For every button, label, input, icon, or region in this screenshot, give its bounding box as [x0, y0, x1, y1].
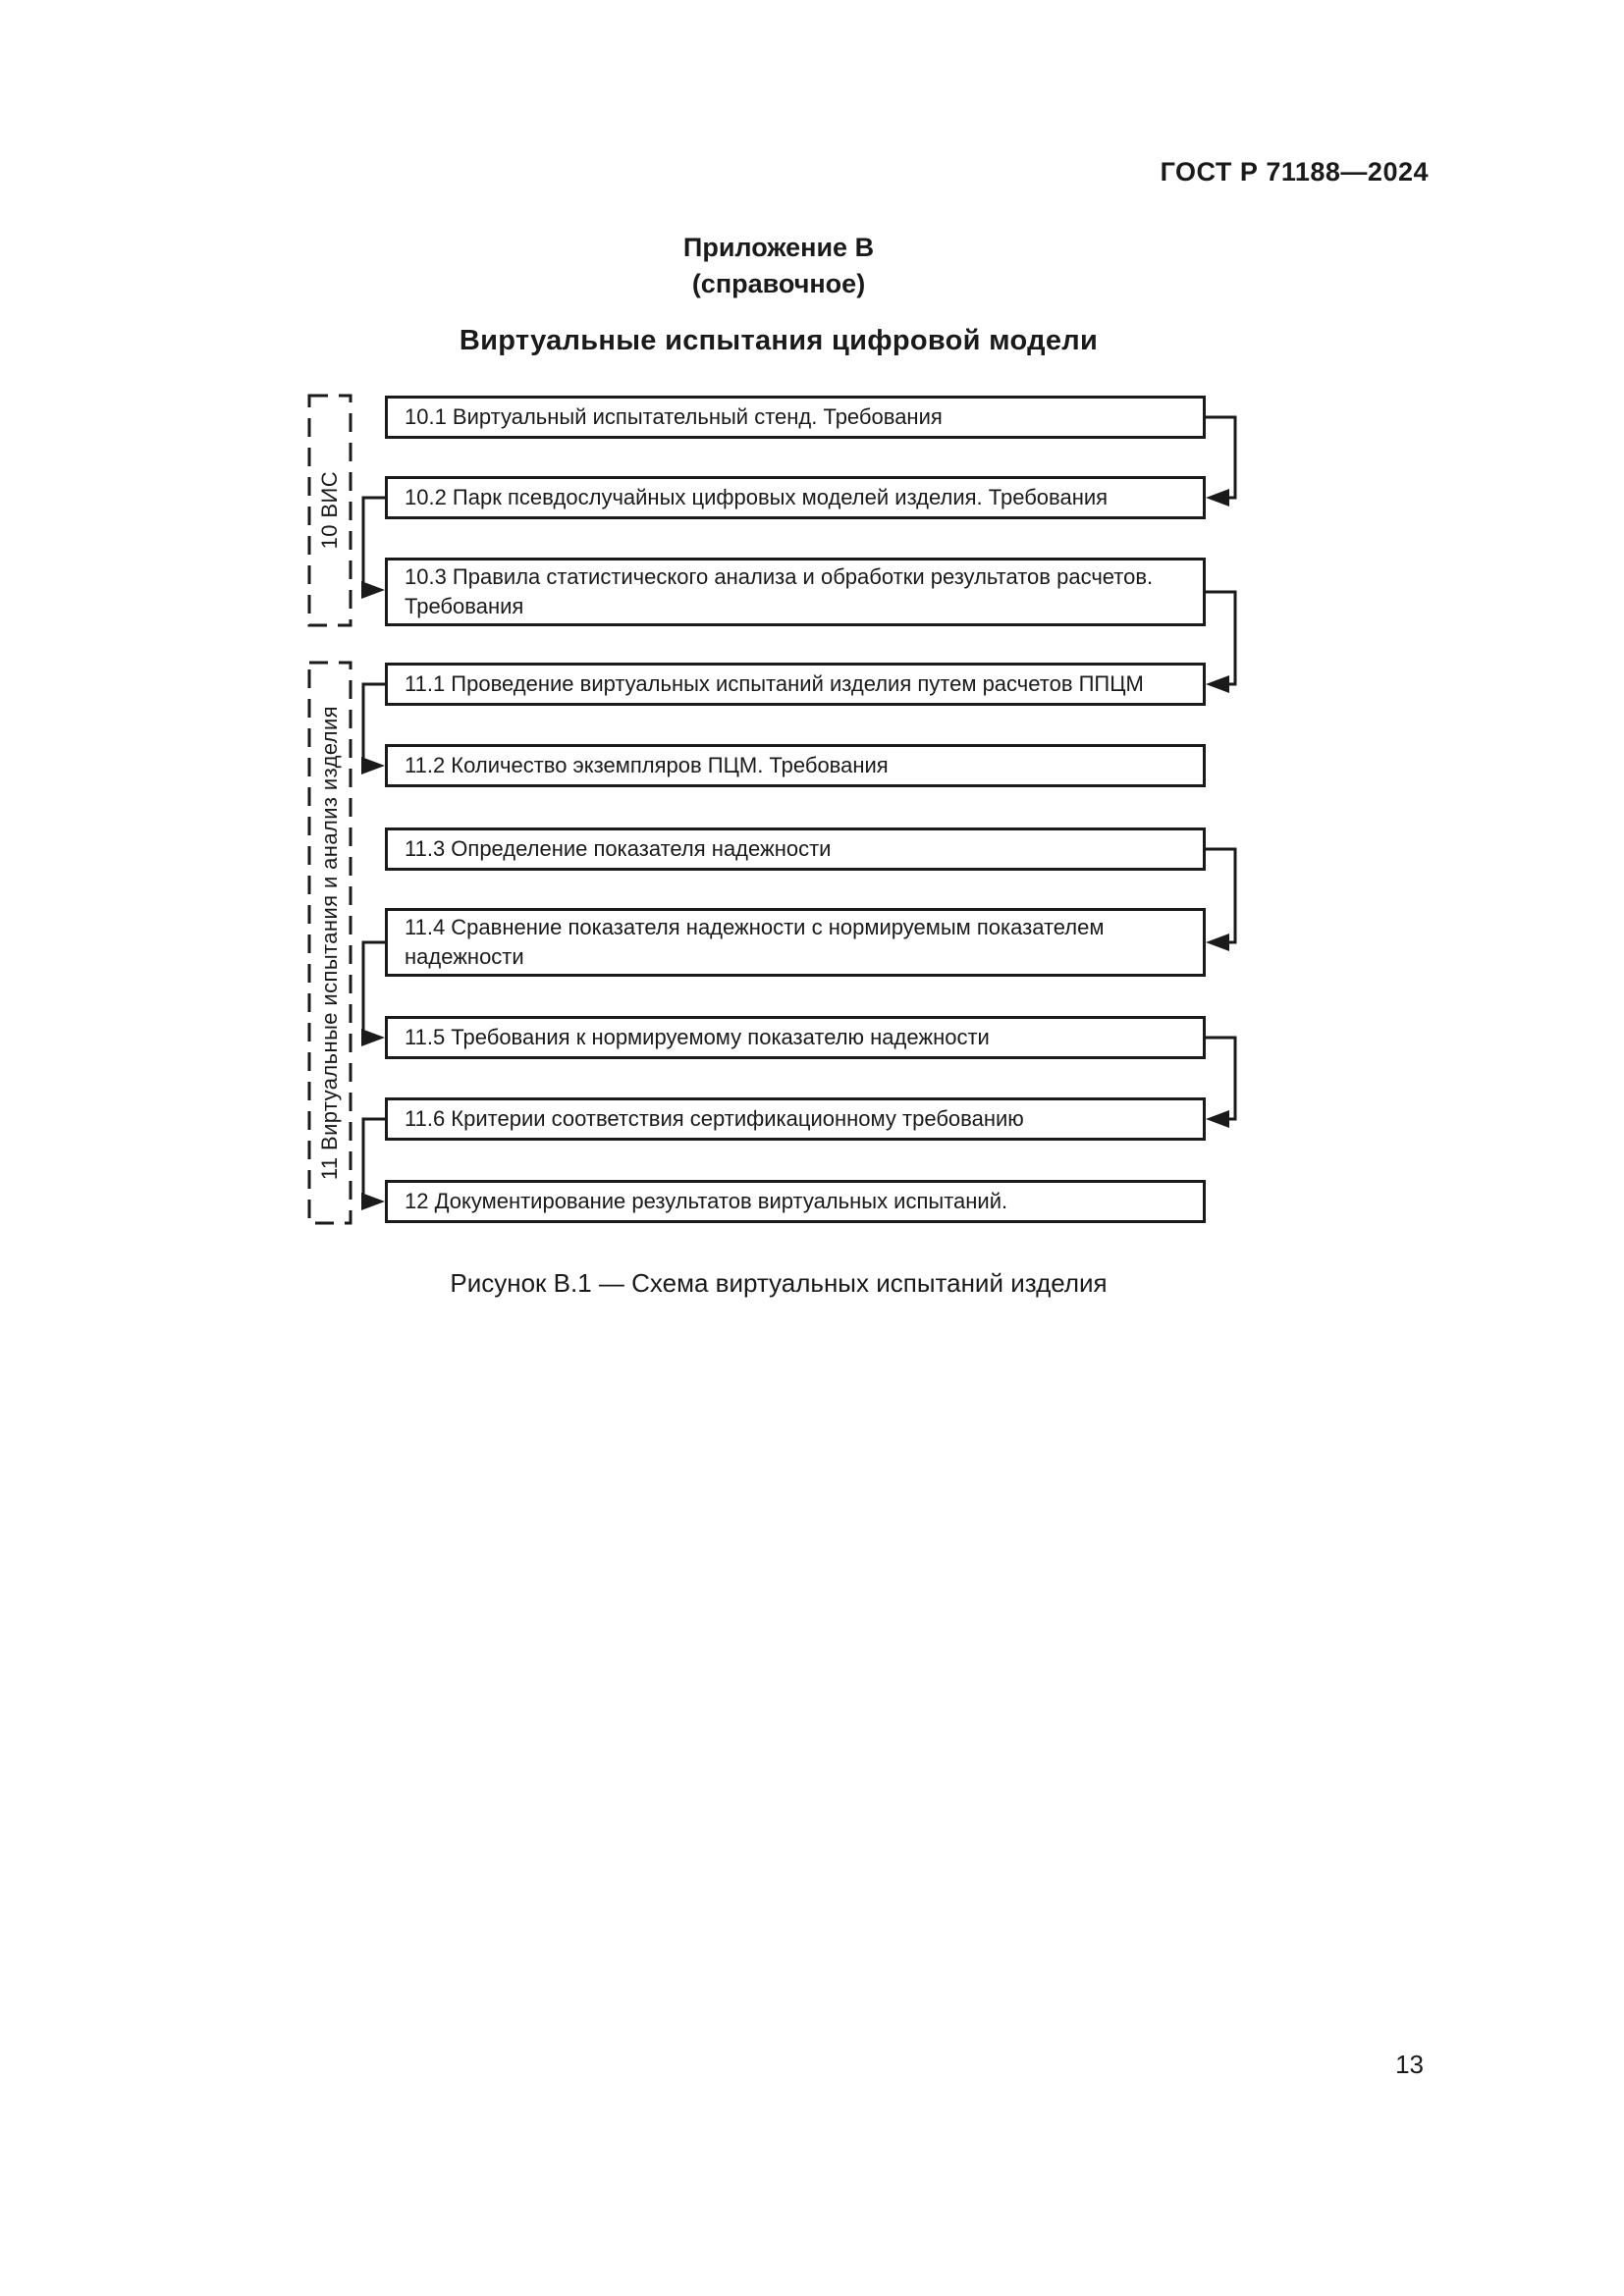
connector-11-5-to-11-6 [1204, 1036, 1237, 1128]
flow-box-10-3: 10.3 Правила статистического анализа и о… [385, 558, 1206, 626]
arrowhead-right-icon [361, 1193, 385, 1210]
flow-box-label: 11.3 Определение показателя надежности [405, 836, 832, 861]
page-title: Виртуальные испытания цифровой модели [459, 325, 1099, 356]
flow-box-11-2: 11.2 Количество экземпляров ПЦМ. Требова… [385, 744, 1206, 787]
flow-box-10-1: 10.1 Виртуальный испытательный стенд. Тр… [385, 396, 1206, 439]
arrowhead-right-icon [361, 1029, 385, 1046]
appendix-heading: Приложение В [682, 233, 875, 262]
connector-11-6-to-12 [361, 1117, 387, 1210]
arrowhead-right-icon [361, 581, 385, 599]
flow-box-label: 11.1 Проведение виртуальных испытаний из… [405, 671, 1144, 696]
group-label-10-vis: 10 ВИС [317, 471, 342, 550]
connector-10-2-to-10-3 [361, 496, 387, 599]
flow-box-label: 12 Документирование результатов виртуаль… [405, 1189, 1008, 1213]
arrowhead-right-icon [361, 757, 385, 774]
arrowhead-left-icon [1206, 934, 1229, 951]
arrowhead-left-icon [1206, 489, 1229, 507]
figure-caption: Рисунок В.1 — Схема виртуальных испытани… [450, 1268, 1108, 1298]
connector-10-1-to-10-2 [1204, 415, 1237, 507]
connector-10-3-to-11-1 [1204, 590, 1237, 693]
flow-box-label: 10.3 Правила статистического анализа и о… [405, 564, 1154, 618]
connector-11-1-to-11-2 [361, 682, 387, 774]
flow-box-label: 10.2 Парк псевдослучайных цифровых модел… [405, 485, 1109, 509]
flow-box-12: 12 Документирование результатов виртуаль… [385, 1180, 1206, 1223]
flow-box-11-5: 11.5 Требования к нормируемому показател… [385, 1016, 1206, 1059]
connector-11-4-to-11-5 [361, 940, 387, 1046]
appendix-subheading: (справочное) [691, 269, 866, 298]
page-number: 13 [1395, 2050, 1424, 2079]
appendix-heading-block: Приложение В (справочное) [0, 230, 1557, 302]
flow-box-label: 10.1 Виртуальный испытательный стенд. Тр… [405, 404, 943, 429]
connector-11-3-to-11-4 [1204, 847, 1237, 951]
flow-box-label: 11.6 Критерии соответствия сертификацион… [405, 1106, 1024, 1131]
group-label-11-virtual-tests: 11 Виртуальные испытания и анализ издели… [317, 705, 342, 1181]
flow-box-11-6: 11.6 Критерии соответствия сертификацион… [385, 1097, 1206, 1141]
flow-box-11-4: 11.4 Сравнение показателя надежности с н… [385, 908, 1206, 977]
flow-box-11-3: 11.3 Определение показателя надежности [385, 828, 1206, 871]
flow-box-11-1: 11.1 Проведение виртуальных испытаний из… [385, 663, 1206, 706]
flow-box-label: 11.2 Количество экземпляров ПЦМ. Требова… [405, 753, 889, 777]
flow-box-label: 11.4 Сравнение показателя надежности с н… [405, 915, 1105, 969]
document-header: ГОСТ Р 71188—2024 [1160, 157, 1429, 187]
flow-box-10-2: 10.2 Парк псевдослучайных цифровых модел… [385, 476, 1206, 519]
arrowhead-left-icon [1206, 675, 1229, 693]
flow-box-label: 11.5 Требования к нормируемому показател… [405, 1025, 990, 1049]
arrowhead-left-icon [1206, 1110, 1229, 1128]
